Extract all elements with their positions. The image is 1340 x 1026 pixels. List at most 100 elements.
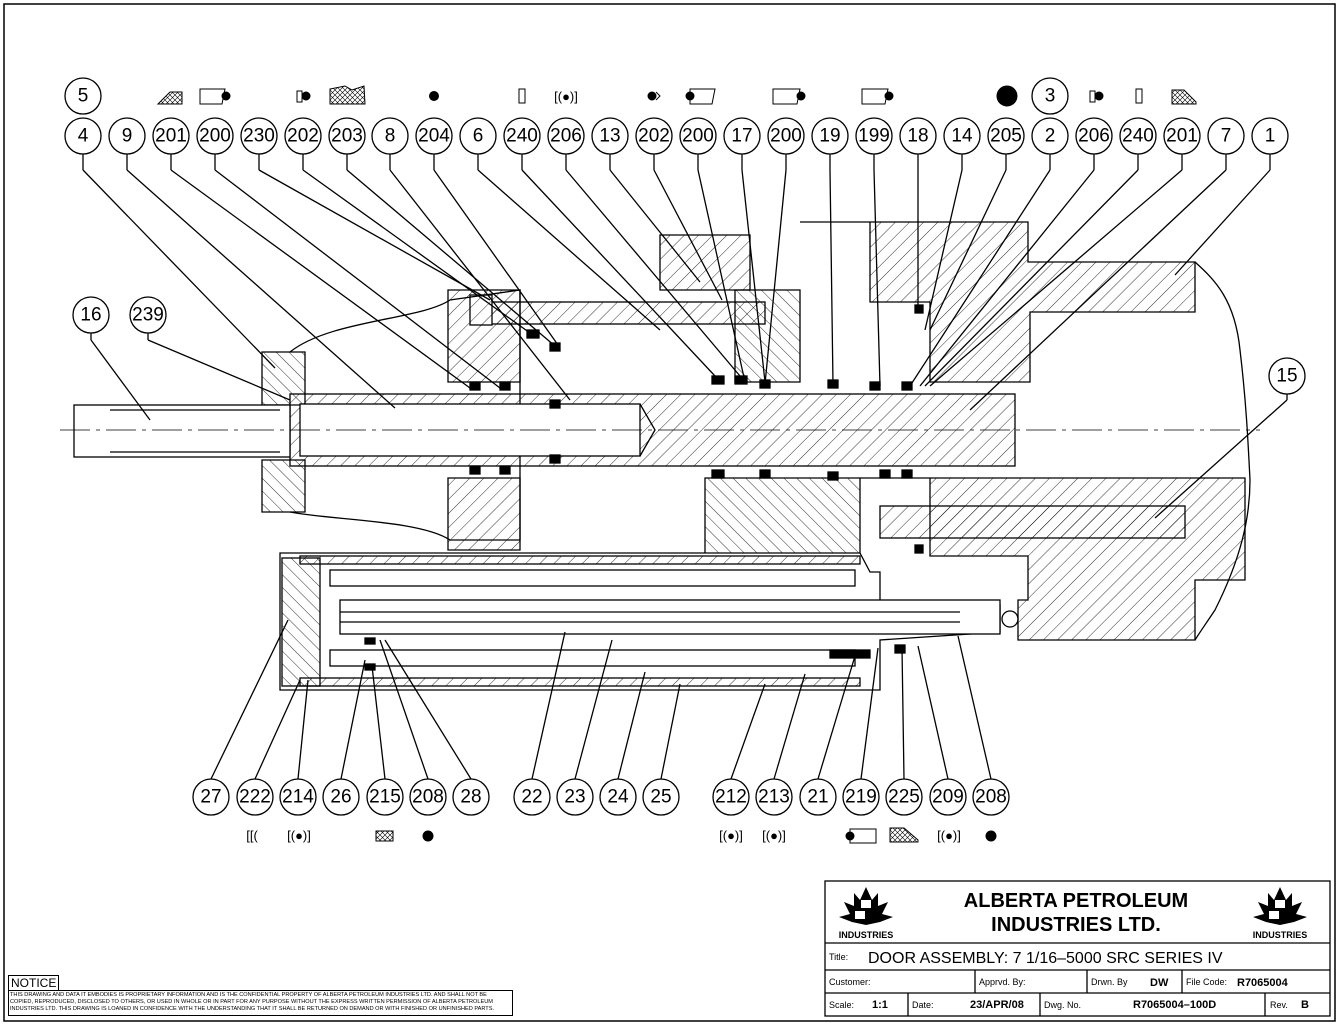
item-balloon: 200 [196, 117, 234, 155]
item-balloon: 6 [459, 117, 497, 155]
item-number: 212 [715, 787, 747, 808]
inner-tube-bottom [329, 649, 856, 667]
item-balloon: 17 [723, 117, 761, 155]
scale-label: Scale: [829, 1000, 854, 1010]
leader-line [379, 639, 429, 780]
svg-text:[(●)]: [(●)] [554, 89, 578, 104]
item-number: 22 [521, 787, 542, 808]
leader-line [929, 169, 1007, 331]
item-number: 202 [287, 126, 319, 147]
tie-bolt [489, 301, 766, 325]
o-ring-symbol [985, 830, 997, 842]
hub-lower [704, 477, 861, 557]
svg-text:[(●)]: [(●)] [937, 828, 961, 843]
hub-nut [659, 234, 751, 291]
backup-ring-symbol [889, 827, 919, 843]
leader-line [302, 169, 531, 334]
item-number: 17 [731, 126, 752, 147]
drive-nut [73, 404, 291, 458]
leader-line [170, 169, 471, 389]
item-balloon: 27 [192, 778, 230, 816]
item-number: 204 [418, 126, 450, 147]
date-value: 23/APR/08 [970, 999, 1024, 1011]
leader-line [147, 339, 291, 401]
item-number: 199 [858, 126, 890, 147]
leader-lines [82, 154, 1288, 780]
notice-title: NOTICE [8, 975, 60, 991]
item-balloon: 206 [547, 117, 585, 155]
item-balloon: 201 [152, 117, 190, 155]
leader-line [617, 671, 646, 780]
leader-line [371, 665, 386, 780]
leader-line [126, 169, 396, 409]
leader-line [817, 655, 856, 780]
leader-line [477, 169, 661, 331]
leader-line [929, 169, 1183, 387]
leader-line [565, 169, 741, 377]
item-number: 200 [199, 126, 231, 147]
item-number: 6 [473, 126, 484, 147]
item-balloon: 28 [452, 778, 490, 816]
rod-end [1001, 610, 1019, 628]
item-number: 27 [200, 787, 221, 808]
leader-line [82, 169, 276, 369]
item-number: 230 [243, 126, 275, 147]
item-number: 209 [932, 787, 964, 808]
item-number: 206 [1078, 126, 1110, 147]
ring-symbol [296, 90, 303, 103]
cross-section [60, 221, 1260, 691]
leader-line [860, 647, 879, 780]
rev-label: Rev. [1270, 1000, 1288, 1010]
item-balloon: 24 [599, 778, 637, 816]
item-balloon: 5 [64, 77, 102, 115]
customer-label: Customer: [829, 977, 871, 987]
bonnet [447, 289, 521, 551]
item-balloon: 19 [811, 117, 849, 155]
seal-symbol [861, 88, 889, 105]
leader-line [214, 169, 501, 389]
notice-text: THIS DRAWING AND DATA IT EMBODIES IS PRO… [8, 990, 513, 1016]
item-number: 28 [460, 787, 481, 808]
approved-label: Apprvd. By: [979, 977, 1026, 987]
item-number: 13 [599, 126, 620, 147]
svg-text:[(●)]: [(●)] [287, 828, 311, 843]
item-number: 15 [1276, 366, 1297, 387]
item-balloon: 206 [1075, 117, 1113, 155]
leader-line [1174, 169, 1271, 276]
leader-line [909, 169, 1051, 387]
svg-text:[[(: [[( [246, 828, 258, 843]
item-number: 14 [951, 126, 973, 147]
item-balloon: 202 [284, 117, 322, 155]
item-number: 24 [607, 787, 629, 808]
item-balloon: 205 [987, 117, 1025, 155]
o-ring-symbol [647, 91, 657, 101]
leader-line [773, 673, 806, 780]
item-number: 26 [330, 787, 351, 808]
item-number: 203 [331, 126, 363, 147]
item-balloon: 14 [943, 117, 981, 155]
break-line [1194, 261, 1251, 481]
item-balloon: 225 [885, 778, 923, 816]
item-balloon: 23 [556, 778, 594, 816]
title-label: Title: [829, 952, 848, 962]
notice-box: NOTICE THIS DRAWING AND DATA IT EMBODIES… [8, 975, 515, 1016]
leader-line [741, 169, 766, 383]
item-number: 16 [80, 305, 101, 326]
o-ring-symbol [422, 830, 434, 842]
item-balloon: 1 [1251, 117, 1289, 155]
item-balloon: 214 [279, 778, 317, 816]
item-balloon: 230 [240, 117, 278, 155]
drawn-label: Drwn. By [1091, 977, 1128, 987]
leader-line [346, 169, 556, 347]
item-balloon: 18 [899, 117, 937, 155]
company-logo-right: INDUSTRIES [1253, 887, 1307, 940]
item-number: 208 [412, 787, 444, 808]
leader-line [531, 631, 566, 780]
scale-value: 1:1 [872, 999, 888, 1011]
seal-symbol [772, 88, 801, 105]
sheet-border [3, 3, 1336, 1022]
